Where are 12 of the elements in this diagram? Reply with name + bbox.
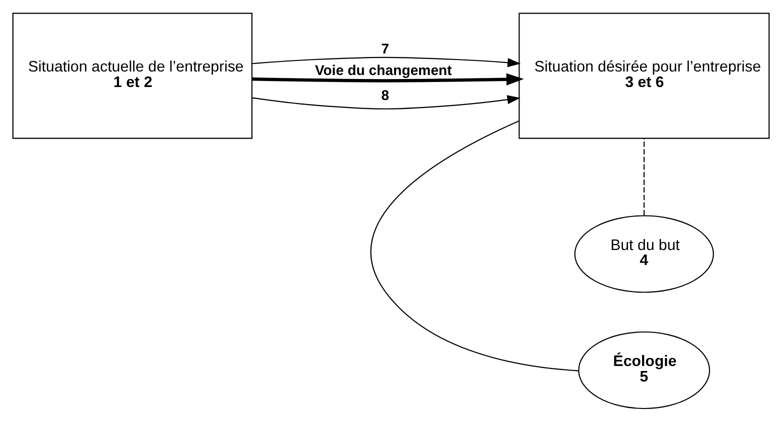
- node-box: Situation désirée pour l’entreprise 3 et 6: [518, 12, 770, 138]
- arrow: [252, 56, 521, 67]
- arrow: [252, 72, 524, 85]
- connector: [644, 138, 645, 215]
- edge-label: 7: [381, 40, 390, 56]
- edge-label: 8: [381, 86, 390, 103]
- node-ellipse: Écologie 5: [578, 330, 710, 409]
- node-box: Situation actuelle de l’entreprise 1 et 2: [12, 12, 252, 138]
- edge-label: Voie du changement: [314, 62, 452, 78]
- node-ellipse: But du but 4: [574, 214, 714, 292]
- arrow: [252, 94, 520, 109]
- connector: [370, 120, 579, 371]
